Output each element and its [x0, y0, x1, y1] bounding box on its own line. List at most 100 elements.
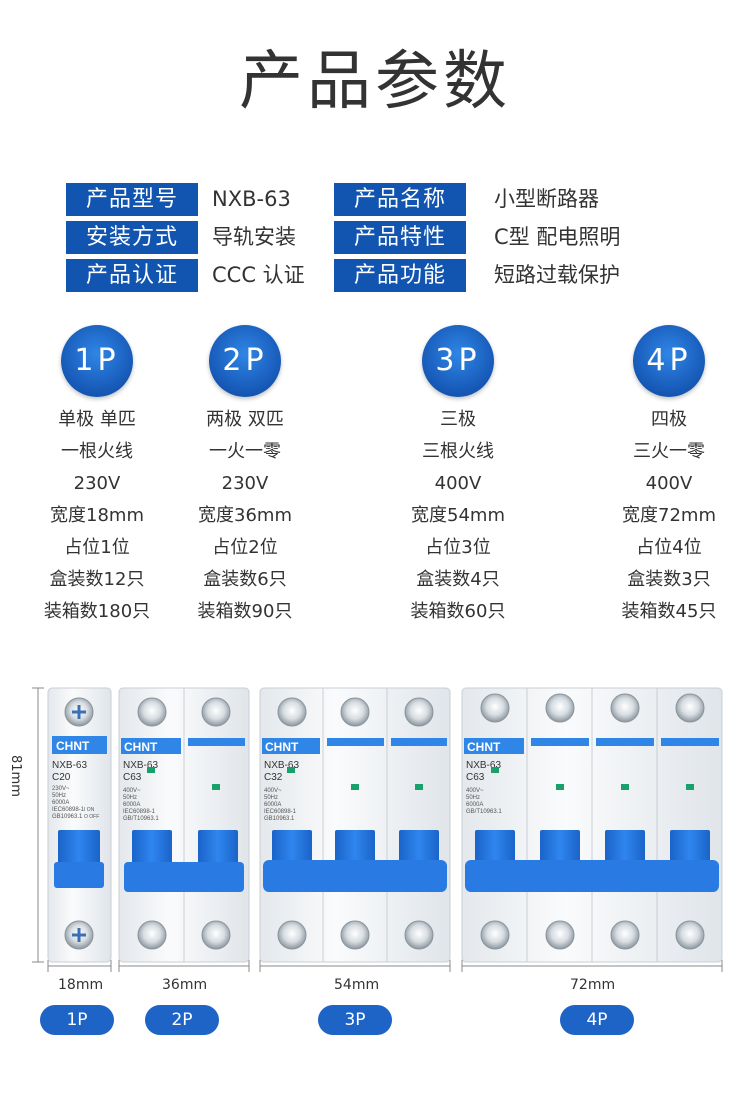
- pole-width: 宽度36mm: [198, 505, 292, 526]
- pole-box-qty: 盒装数4只: [416, 569, 500, 590]
- capacity-text: 6000A: [466, 802, 483, 808]
- series-text: NXB-63: [264, 760, 299, 771]
- width-label-2p: 36mm: [162, 977, 208, 993]
- pole-badge: 1P: [61, 325, 133, 397]
- spec-label-install: 安装方式: [66, 221, 198, 254]
- screw-icon: [201, 697, 231, 727]
- screw-icon: [545, 693, 575, 723]
- brand-logo: CHNT: [467, 740, 501, 754]
- freq-text: 50Hz: [466, 795, 480, 801]
- screw-icon: [675, 693, 705, 723]
- pole-voltage: 400V: [645, 473, 693, 494]
- indicator-window: [686, 784, 694, 790]
- on-text: I ON: [84, 807, 95, 813]
- pole-badge: 4P: [633, 325, 705, 397]
- screw-icon: [277, 920, 307, 950]
- capacity-text: 6000A: [123, 802, 140, 808]
- rating-text: C32: [264, 772, 283, 783]
- indicator-window: [415, 784, 423, 790]
- pole-slots: 占位3位: [425, 537, 491, 558]
- tie-bar: [124, 862, 244, 892]
- pole-column-2p: 2P 两极 双匹 一火一零 230V 宽度36mm 占位2位 盒装数6只 装箱数…: [155, 325, 335, 628]
- pole-type: 四极: [651, 409, 687, 430]
- screw-icon: [137, 920, 167, 950]
- pole-badge: 2P: [209, 325, 281, 397]
- freq-text: 50Hz: [264, 795, 278, 801]
- page-title: 产品参数: [239, 45, 511, 119]
- tie-bar: [263, 860, 447, 892]
- standard-text: GB/T10963.1: [466, 809, 502, 815]
- indicator-window: [287, 767, 295, 773]
- series-text: NXB-63: [123, 760, 158, 771]
- brand-logo: CHNT: [265, 740, 299, 754]
- indicator-window: [491, 767, 499, 773]
- pole-pill-4p: 4P: [560, 1005, 634, 1035]
- spec-value-name: 小型断路器: [494, 187, 599, 211]
- breaker-4p: CHNT NXB-63 C63 400V~ 50Hz 6000A GB/T109…: [461, 687, 723, 963]
- spec-label-name: 产品名称: [334, 183, 466, 216]
- tie-bar: [465, 860, 719, 892]
- screw-icon: [480, 693, 510, 723]
- screw-icon: [137, 697, 167, 727]
- rating-text: C63: [466, 772, 485, 783]
- spec-label-function: 产品功能: [334, 259, 466, 292]
- pole-voltage: 230V: [221, 473, 269, 494]
- breaker-2p: CHNT NXB-63 C63 400V~ 50Hz 6000A IEC6089…: [118, 687, 250, 963]
- pole-badge: 3P: [422, 325, 494, 397]
- standard-text: GB10963.1: [52, 814, 83, 820]
- pole-wiring: 一根火线: [61, 441, 133, 462]
- pole-column-1p: 1P 单极 单匹 一根火线 230V 宽度18mm 占位1位 盒装数12只 装箱…: [7, 325, 187, 628]
- indicator-window: [621, 784, 629, 790]
- screw-icon: [545, 920, 575, 950]
- series-text: NXB-63: [466, 760, 501, 771]
- freq-text: 50Hz: [123, 795, 137, 801]
- standard-text: IEC60898-1: [123, 809, 156, 815]
- rating-text: C63: [123, 772, 142, 783]
- width-dimension-lines: [47, 960, 723, 972]
- pole-pill-2p: 2P: [145, 1005, 219, 1035]
- pole-column-4p: 4P 四极 三火一零 400V 宽度72mm 占位4位 盒装数3只 装箱数45只: [579, 325, 750, 628]
- screw-icon: [610, 920, 640, 950]
- spec-value-install: 导轨安装: [212, 225, 296, 249]
- spec-value-cert: CCC 认证: [212, 263, 305, 287]
- indicator-window: [556, 784, 564, 790]
- spec-label-feature: 产品特性: [334, 221, 466, 254]
- screw-icon: [610, 693, 640, 723]
- breaker-1p: CHNT NXB-63 C20 230V~ 50Hz 6000A IEC6089…: [47, 687, 112, 963]
- rating-text: C20: [52, 772, 71, 783]
- breaker-illustration: CHNT NXB-63 C20 230V~ 50Hz 6000A IEC6089…: [32, 687, 723, 972]
- pole-wiring: 一火一零: [209, 441, 281, 462]
- indicator-window: [147, 767, 155, 773]
- pole-pill-3p: 3P: [318, 1005, 392, 1035]
- pole-voltage: 230V: [73, 473, 121, 494]
- standard-text: GB/T10963.1: [123, 816, 159, 822]
- pole-column-3p: 3P 三极 三根火线 400V 宽度54mm 占位3位 盒装数4只 装箱数60只: [368, 325, 548, 628]
- pole-type: 三极: [440, 409, 476, 430]
- pole-wiring: 三火一零: [633, 441, 705, 462]
- screw-icon: [277, 697, 307, 727]
- brand-logo: CHNT: [56, 739, 90, 753]
- pole-box-qty: 盒装数6只: [203, 569, 287, 590]
- pole-type: 单极 单匹: [58, 409, 136, 430]
- pole-width: 宽度54mm: [411, 505, 505, 526]
- pole-carton-qty: 装箱数180只: [43, 601, 151, 622]
- height-dimension-label: 81mm: [8, 755, 23, 797]
- width-label-1p: 18mm: [58, 977, 104, 993]
- spec-value-model: NXB-63: [212, 187, 291, 211]
- pole-pill-1p: 1P: [40, 1005, 114, 1035]
- spec-value-function: 短路过载保护: [494, 263, 620, 287]
- pole-width: 宽度72mm: [622, 505, 716, 526]
- pole-voltage: 400V: [434, 473, 482, 494]
- voltage-text: 400V~: [123, 788, 141, 794]
- width-label-4p: 72mm: [570, 977, 616, 993]
- width-label-3p: 54mm: [334, 977, 380, 993]
- pole-slots: 占位4位: [636, 537, 702, 558]
- brand-strip: [52, 736, 107, 754]
- indicator-window: [351, 784, 359, 790]
- capacity-text: 6000A: [52, 800, 69, 806]
- screw-icon: [201, 920, 231, 950]
- capacity-text: 6000A: [264, 802, 281, 808]
- standard-text: IEC60898-1: [52, 807, 85, 813]
- series-text: NXB-63: [52, 760, 87, 771]
- screw-icon: [480, 920, 510, 950]
